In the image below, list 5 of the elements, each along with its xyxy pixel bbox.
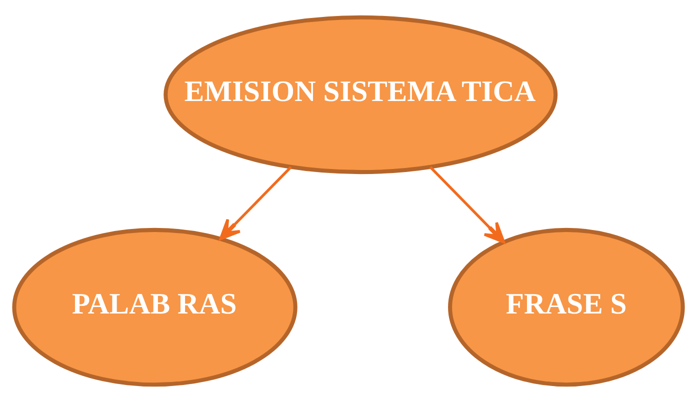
arrow: [429, 166, 506, 244]
node-ellipse: PALAB RAS: [12, 228, 298, 387]
node-ellipse: EMISION SISTEMA TICA: [164, 15, 558, 174]
arrow: [219, 166, 292, 240]
node-ellipse: FRASE S: [448, 228, 685, 387]
